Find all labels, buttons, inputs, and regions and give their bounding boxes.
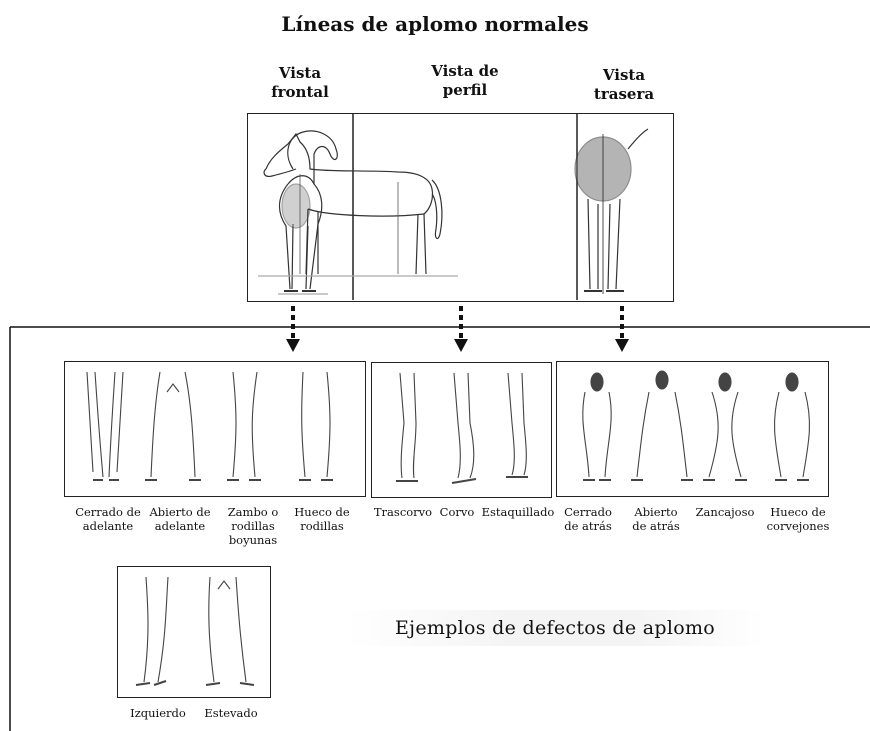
caption-cerrado-de-adelante: Cerrado de adelante xyxy=(70,505,146,533)
caption-corvo: Corvo xyxy=(432,505,482,519)
caption-trascorvo: Trascorvo xyxy=(370,505,436,519)
front-defects-panel xyxy=(64,361,366,497)
rear-defects-panel xyxy=(556,361,829,497)
caption-abierto-de-adelante: Abierto de adelante xyxy=(142,505,218,533)
caption-zambo-rodillas-boyunas: Zambo o rodillas boyunas xyxy=(218,505,288,547)
arrow-head-perfil xyxy=(454,339,468,352)
rear-legs-drawing xyxy=(557,362,827,495)
caption-zancajoso: Zancajoso xyxy=(690,505,760,519)
caption-cerrado-de-atras: Cerrado de atrás xyxy=(558,505,618,533)
profile-defects-panel xyxy=(371,362,552,498)
caption-estevado: Estevado xyxy=(196,706,266,720)
examples-note: Ejemplos de defectos de aplomo xyxy=(345,610,765,646)
caption-hueco-de-rodillas: Hueco de rodillas xyxy=(284,505,360,533)
arrow-head-trasera xyxy=(615,339,629,352)
extra-legs-drawing xyxy=(118,567,269,696)
front-legs-drawing xyxy=(65,362,364,495)
caption-estaquillado: Estaquillado xyxy=(478,505,558,519)
caption-izquierdo: Izquierdo xyxy=(120,706,196,720)
caption-hueco-de-corvejones: Hueco de corvejones xyxy=(758,505,838,533)
caption-abierto-de-atras: Abierto de atrás xyxy=(626,505,686,533)
arrow-head-frontal xyxy=(286,339,300,352)
profile-legs-drawing xyxy=(372,363,550,496)
extra-defects-panel xyxy=(117,566,271,698)
